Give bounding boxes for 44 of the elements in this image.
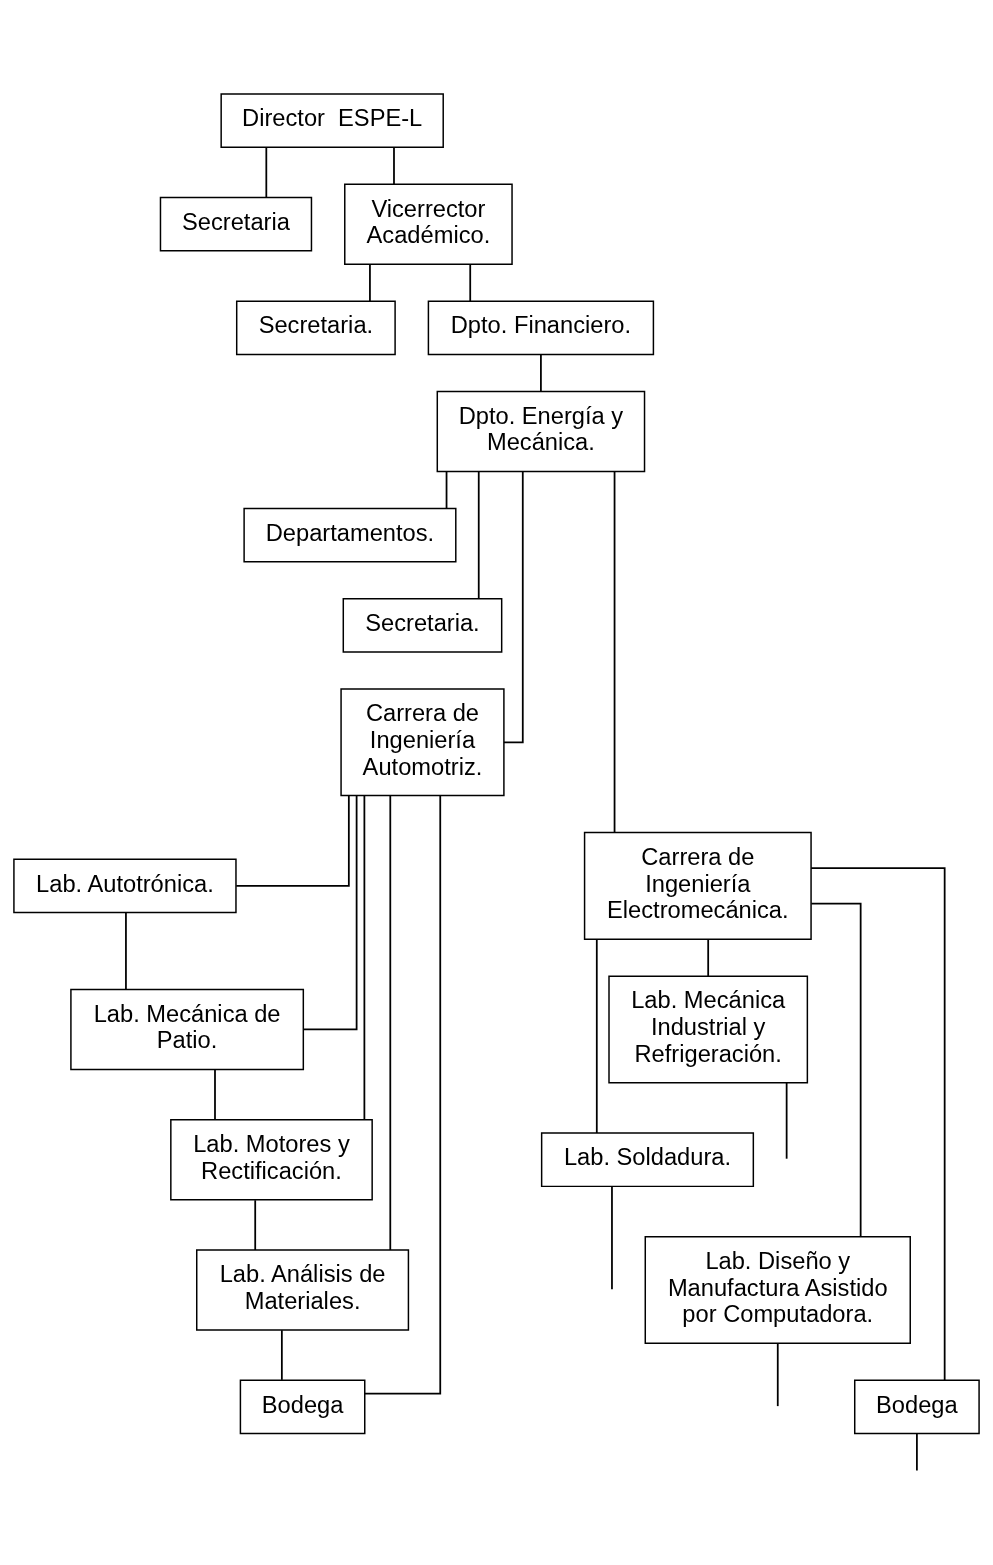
node-box: Secretaria [159, 196, 313, 252]
node-box: Dpto. Financiero. [427, 299, 655, 355]
connector [280, 1328, 283, 1381]
connector [540, 353, 542, 392]
connector [810, 866, 946, 1381]
connector [235, 794, 350, 887]
node-box: Bodega [854, 1379, 980, 1434]
node-box: Director ESPE-L [220, 92, 444, 148]
connector [254, 1198, 257, 1251]
connector [613, 470, 616, 833]
node-box: Lab. Diseño y Manufactura Asistido por Computadora. [644, 1235, 911, 1344]
node-box: Carrera de Ingeniería Automotriz. [340, 687, 505, 796]
connector [265, 145, 268, 198]
node-box: Vicerrector Académico. [344, 183, 513, 265]
node-box: Secretaria. [342, 597, 503, 653]
connector [302, 794, 358, 1030]
connector [611, 1185, 613, 1290]
node-box: Lab. Motores y Rectificación. [170, 1118, 373, 1200]
connector [785, 1081, 788, 1160]
node-box: Secretaria. [235, 299, 396, 355]
node-box: Carrera de Ingeniería Electromecánica. [583, 831, 812, 940]
connector [595, 937, 598, 1134]
connector [707, 937, 710, 977]
connector [125, 911, 127, 990]
connector [214, 1068, 216, 1121]
connector [469, 263, 472, 302]
node-box: Lab. Autotrónica. [13, 858, 237, 913]
node-box: Lab. Análisis de Materiales. [196, 1248, 410, 1331]
connector [445, 470, 448, 509]
node-box: Bodega [239, 1379, 366, 1434]
node-box: Lab. Soldadura. [540, 1131, 755, 1187]
connector [393, 145, 395, 185]
connector [364, 794, 442, 1394]
connector [369, 263, 371, 302]
connector [477, 470, 480, 599]
connector [776, 1342, 779, 1407]
node-box: Dpto. Energía y Mecánica. [436, 390, 646, 472]
connector [810, 902, 862, 1238]
connector [363, 794, 366, 1120]
connector [916, 1432, 918, 1471]
node-box: Lab. Mecánica de Patio. [70, 988, 305, 1070]
node-box: Lab. Mecánica Industrial y Refrigeración. [608, 974, 809, 1083]
node-box: Departamentos. [243, 507, 457, 562]
connector [389, 794, 392, 1251]
